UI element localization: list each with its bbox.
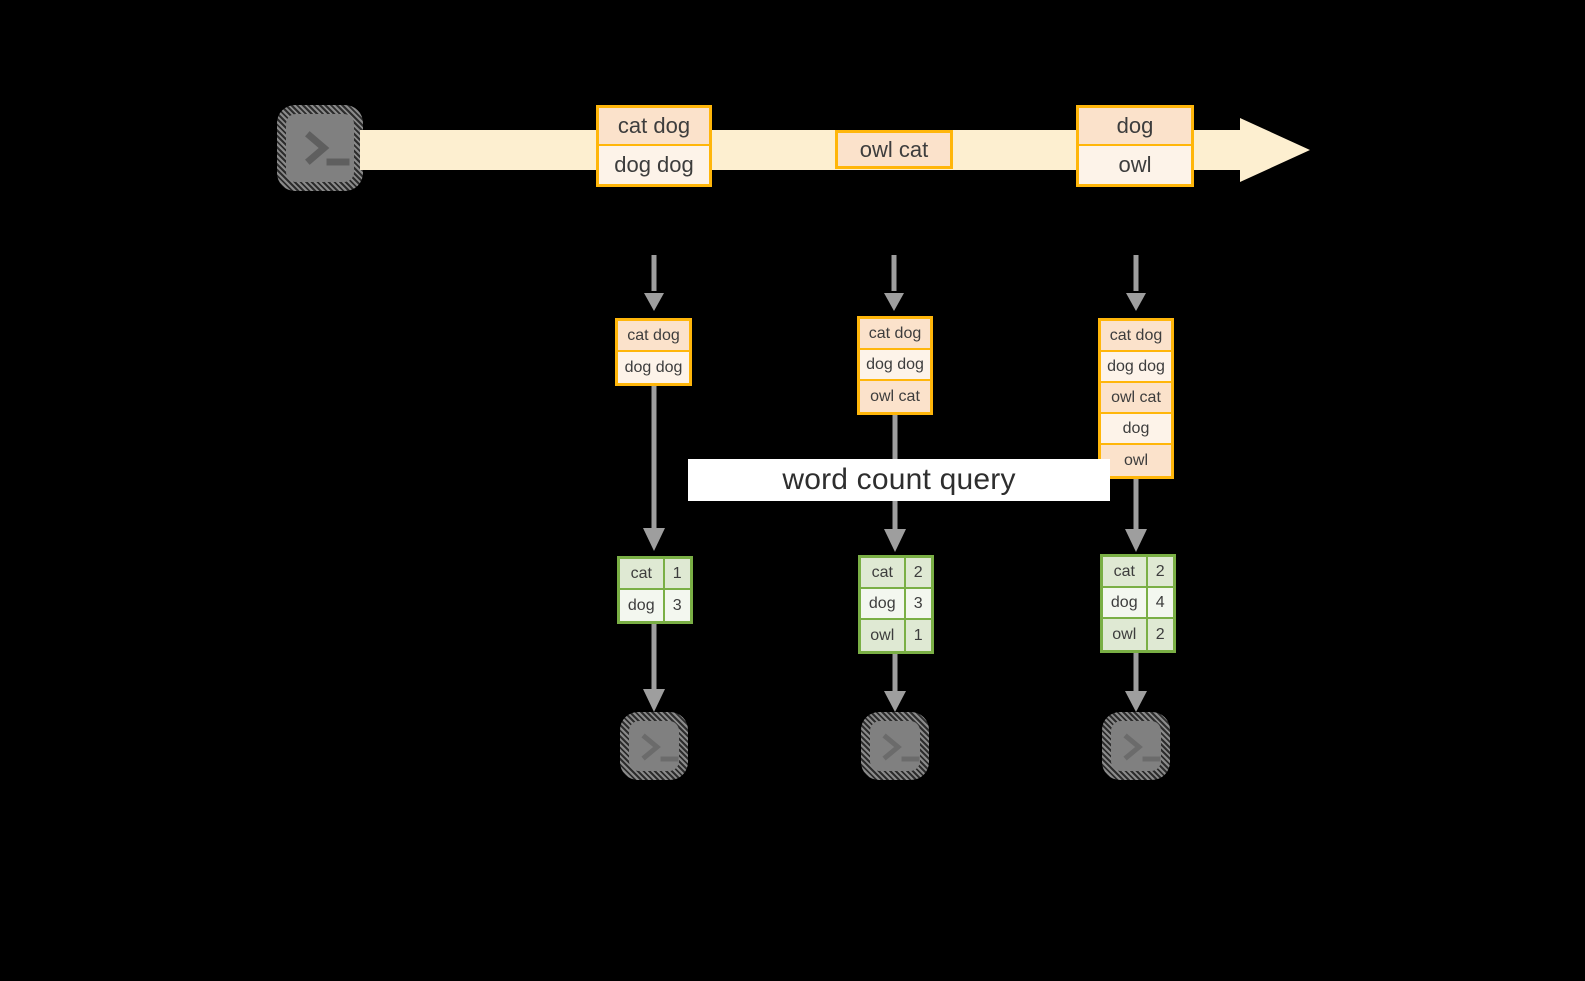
result-word: owl	[861, 620, 906, 651]
column-2-result-to-sink-connector	[884, 652, 906, 712]
column-3-result-to-sink-connector	[1125, 651, 1147, 712]
result-word: cat	[1103, 557, 1148, 586]
result-word: cat	[620, 559, 665, 588]
log-row: owl cat	[860, 381, 930, 412]
result-count: 4	[1147, 588, 1173, 617]
column-3-result-table: cat 2 dog 4 owl 2	[1100, 554, 1176, 653]
terminal-prompt-icon	[882, 733, 920, 762]
column-1-result-table: cat 1 dog 3	[617, 556, 693, 624]
result-count: 2	[1147, 619, 1173, 650]
column-1-log-to-result-connector	[643, 385, 665, 551]
column-3-log: cat dog dog dog owl cat dog owl	[1098, 318, 1174, 479]
message-line: dog dog	[599, 146, 709, 184]
log-row: cat dog	[1101, 321, 1171, 352]
column-3-log-to-result-connector	[1125, 478, 1147, 552]
table-row: dog 3	[620, 590, 690, 621]
result-count: 1	[664, 559, 690, 588]
result-count: 2	[905, 558, 931, 587]
log-row: owl cat	[1101, 383, 1171, 414]
column-2-log: cat dog dog dog owl cat	[857, 316, 933, 415]
message-line: owl cat	[838, 133, 950, 166]
table-row: cat 1	[620, 559, 690, 590]
result-count: 3	[664, 590, 690, 621]
column-2-sink-terminal-icon	[861, 712, 929, 780]
column-2-result-table: cat 2 dog 3 owl 1	[858, 555, 934, 654]
result-word: cat	[861, 558, 906, 587]
column-1-sink-terminal-icon	[620, 712, 688, 780]
table-row: dog 3	[861, 589, 931, 620]
table-row: owl 2	[1103, 619, 1173, 650]
table-row: cat 2	[861, 558, 931, 589]
dashed-down-arrow-icon-2	[884, 255, 904, 311]
terminal-prompt-icon	[641, 733, 679, 762]
log-row: dog dog	[860, 350, 930, 381]
log-row: cat dog	[618, 321, 689, 352]
stream-message-1: cat dog dog dog	[596, 105, 712, 187]
log-row: cat dog	[860, 319, 930, 350]
query-label-band: word count query	[688, 459, 1110, 501]
stream-message-2: owl cat	[835, 130, 953, 169]
column-1-log: cat dog dog dog	[615, 318, 692, 386]
table-row: dog 4	[1103, 588, 1173, 619]
result-word: dog	[861, 589, 906, 618]
result-count: 2	[1147, 557, 1173, 586]
result-count: 1	[905, 620, 931, 651]
column-1-result-to-sink-connector	[643, 622, 665, 712]
log-row: dog dog	[618, 352, 689, 383]
result-word: dog	[620, 590, 665, 621]
log-row: owl	[1101, 445, 1171, 476]
log-row: dog dog	[1101, 352, 1171, 383]
table-row: owl 1	[861, 620, 931, 651]
message-line: dog	[1079, 108, 1191, 146]
result-word: owl	[1103, 619, 1148, 650]
table-row: cat 2	[1103, 557, 1173, 588]
dashed-down-arrow-icon-3	[1126, 255, 1146, 311]
message-line: cat dog	[599, 108, 709, 146]
query-label: word count query	[782, 463, 1016, 496]
terminal-prompt-icon	[305, 131, 350, 166]
result-word: dog	[1103, 588, 1148, 617]
result-count: 3	[905, 589, 931, 618]
terminal-prompt-icon	[1123, 733, 1161, 762]
dashed-down-arrow-icon-1	[644, 255, 664, 311]
log-row: dog	[1101, 414, 1171, 445]
source-terminal-icon	[277, 105, 363, 191]
stream-message-3: dog owl	[1076, 105, 1194, 187]
column-3-sink-terminal-icon	[1102, 712, 1170, 780]
message-line: owl	[1079, 146, 1191, 184]
